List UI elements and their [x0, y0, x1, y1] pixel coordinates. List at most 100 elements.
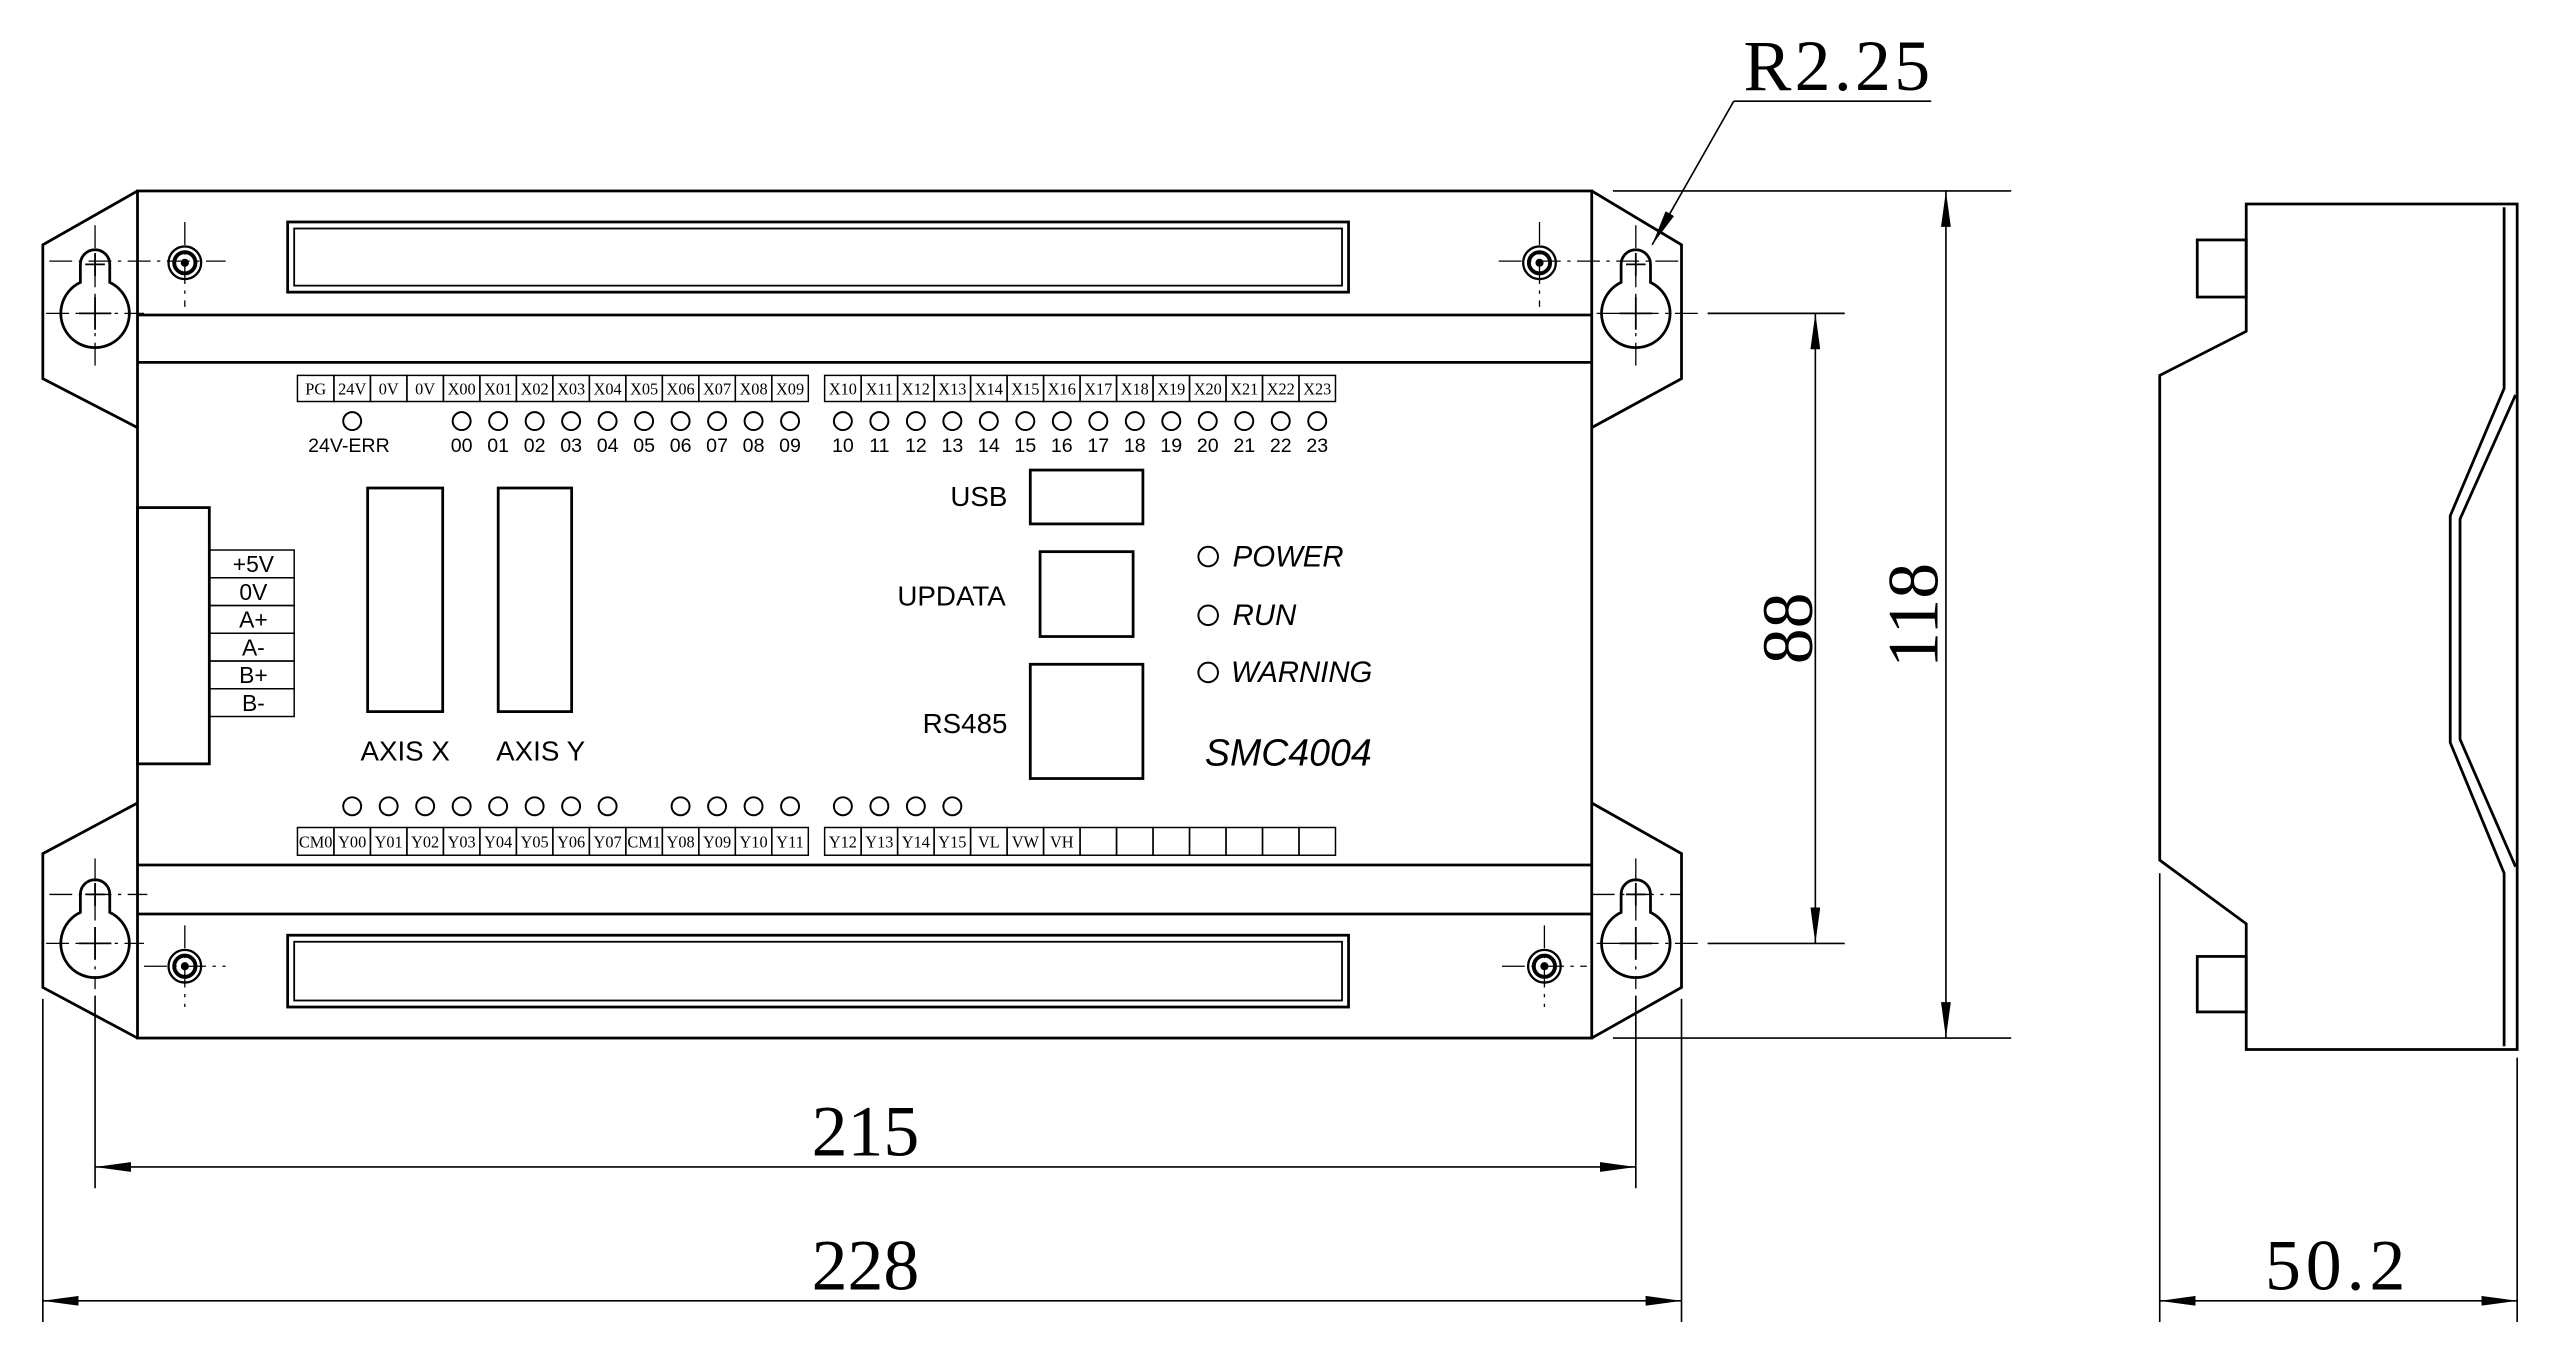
input-terminal-label: X01 — [484, 380, 512, 399]
bottom-connector-slot-inner — [293, 940, 1343, 1002]
input-led-label: 04 — [597, 435, 619, 457]
input-terminal-label: X06 — [667, 380, 695, 399]
input-led — [634, 411, 655, 432]
bottom-connector-slot — [286, 933, 1350, 1009]
height-dimension-text: 118 — [1874, 563, 1954, 668]
encoder-terminal-row — [208, 688, 295, 718]
dimensions: R2.25 118 88 215 228 50.2 — [42, 26, 2518, 1323]
output-terminal-label: Y09 — [703, 833, 731, 852]
input-led-label: 07 — [706, 435, 728, 457]
input-led-label: 12 — [905, 435, 927, 457]
input-terminal-label: X08 — [740, 380, 768, 399]
input-led — [978, 411, 999, 432]
input-terminal-label: X21 — [1230, 380, 1258, 399]
output-terminal-label: Y03 — [448, 833, 476, 852]
output-terminal-label: CM0 — [299, 833, 333, 852]
output-led — [670, 796, 691, 817]
output-terminal-label: Y01 — [375, 833, 403, 852]
encoder-connector-body — [136, 506, 211, 766]
input-terminal-label: X22 — [1267, 380, 1295, 399]
input-led — [561, 411, 582, 432]
output-led — [832, 796, 853, 817]
input-led-label: 01 — [487, 435, 509, 457]
input-led-label: 19 — [1160, 435, 1182, 457]
din-rail-groove-inner — [2448, 207, 2506, 1047]
input-terminal-cell — [771, 374, 810, 403]
input-led-label: 09 — [779, 435, 801, 457]
input-led — [1307, 411, 1328, 432]
output-terminal-cell — [1298, 826, 1337, 856]
output-terminal-cell — [771, 826, 810, 856]
input-led — [1051, 411, 1072, 432]
output-terminal-cell — [1188, 826, 1227, 856]
input-terminal-label: X00 — [448, 380, 476, 399]
axis-x-label: AXIS X — [360, 736, 449, 767]
output-led — [743, 796, 764, 817]
output-terminal-cell — [1079, 826, 1118, 856]
mounting-ear-top-left — [41, 189, 139, 429]
output-terminal-cell — [1261, 826, 1300, 856]
output-led — [488, 796, 509, 817]
input-led-label: 10 — [832, 435, 854, 457]
input-terminal-label: X03 — [557, 380, 585, 399]
power-led — [1197, 545, 1219, 568]
output-terminal-label: Y11 — [776, 833, 804, 852]
input-led — [832, 411, 853, 432]
input-led-label: 15 — [1014, 435, 1036, 457]
input-terminal-label: X02 — [521, 380, 549, 399]
output-terminal-label: VL — [978, 833, 1000, 852]
din-rail-groove-outer — [2458, 394, 2517, 868]
depth-dimension-text: 50.2 — [2265, 1225, 2410, 1305]
axis-y-port — [496, 486, 574, 714]
axis-y-label: AXIS Y — [496, 736, 585, 767]
input-terminal-label: X10 — [829, 380, 857, 399]
input-led — [743, 411, 764, 432]
input-terminal-label: X14 — [975, 380, 1003, 399]
input-terminal-label: X20 — [1194, 380, 1222, 399]
output-led — [869, 796, 890, 817]
mounting-ear-bottom-right — [1591, 801, 1683, 1040]
side-connector-tab-top — [2195, 238, 2248, 299]
input-terminal-label: X13 — [938, 380, 966, 399]
side-connector-tab-bottom — [2195, 955, 2248, 1014]
input-led-label: 03 — [560, 435, 582, 457]
input-led — [1124, 411, 1145, 432]
input-led — [670, 411, 691, 432]
output-terminal-cell — [1115, 826, 1154, 856]
power-error-led — [342, 411, 363, 432]
side-body-outline — [2158, 202, 2519, 1051]
output-terminal-label: Y10 — [740, 833, 768, 852]
output-terminal-label: Y02 — [411, 833, 439, 852]
output-terminal-cell — [1152, 826, 1191, 856]
input-led-label: 17 — [1087, 435, 1109, 457]
input-led — [942, 411, 963, 432]
encoder-terminal-label: B- — [242, 690, 265, 716]
input-terminal-label: PG — [305, 380, 326, 399]
updata-port — [1038, 550, 1135, 638]
input-led-label: 20 — [1197, 435, 1219, 457]
input-led — [905, 411, 926, 432]
input-led — [451, 411, 472, 432]
side-view — [2158, 202, 2519, 1051]
input-led-label: 21 — [1233, 435, 1255, 457]
input-led-label: 02 — [524, 435, 546, 457]
input-led — [524, 411, 545, 432]
input-terminal-label: X12 — [902, 380, 930, 399]
input-terminal-label: X18 — [1121, 380, 1149, 399]
input-led-label: 08 — [743, 435, 765, 457]
output-led — [905, 796, 926, 817]
run-led-label: RUN — [1233, 599, 1297, 632]
output-led — [780, 796, 801, 817]
output-terminal-label: Y15 — [938, 833, 966, 852]
radius-leader-line — [1651, 100, 1735, 246]
input-led — [1161, 411, 1182, 432]
input-led-label: 23 — [1306, 435, 1328, 457]
input-led — [1234, 411, 1255, 432]
input-led-label: 05 — [633, 435, 655, 457]
output-led — [942, 796, 963, 817]
input-led-label: 16 — [1051, 435, 1073, 457]
run-led — [1197, 604, 1219, 627]
